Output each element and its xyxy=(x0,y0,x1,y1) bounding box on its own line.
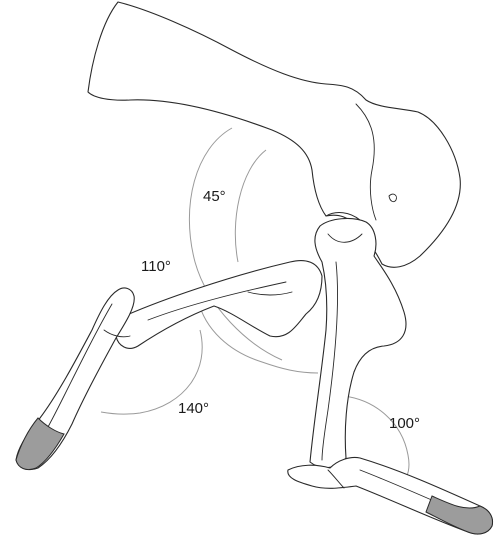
shoulder-angle-label: 45° xyxy=(203,188,226,205)
tibia-bone xyxy=(288,457,493,534)
scapula-bone xyxy=(88,2,460,267)
carpal-angle-label: 140° xyxy=(178,400,209,417)
stifle-angle-label: 100° xyxy=(389,415,420,432)
metacarpal-bone xyxy=(16,288,134,470)
scapula-outline xyxy=(88,2,460,267)
elbow-angle-label: 110° xyxy=(141,258,171,275)
shoulder-angle-inner-arc xyxy=(235,150,266,262)
